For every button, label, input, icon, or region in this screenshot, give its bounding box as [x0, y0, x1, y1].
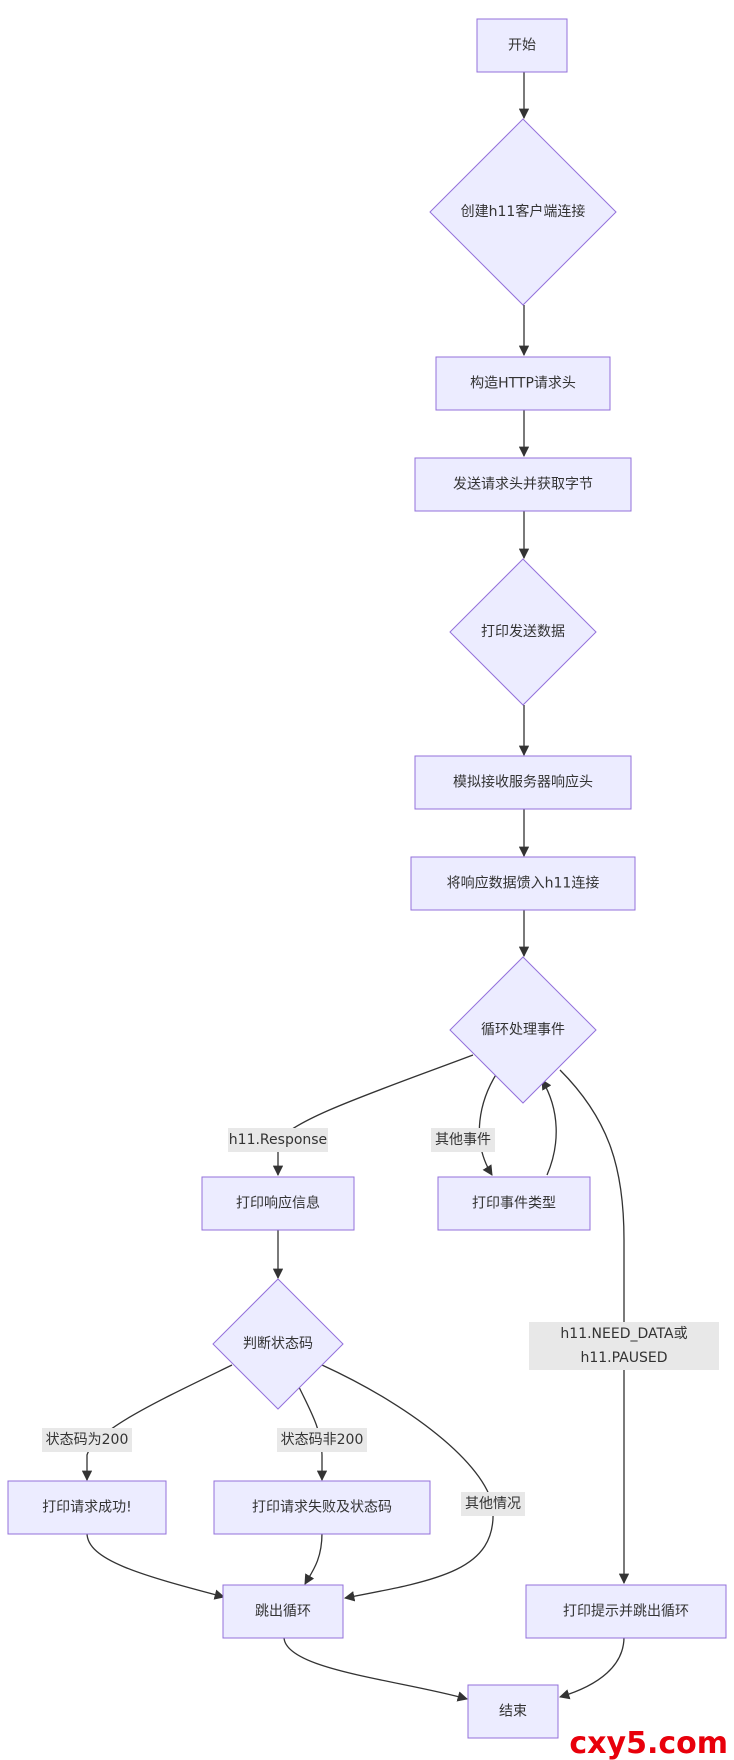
node-end-label: 结束 — [499, 1704, 527, 1720]
node-start-label: 开始 — [508, 38, 536, 54]
node-simulate-response: 模拟接收服务器响应头 — [414, 755, 632, 810]
edge-loop-to-print-event-type — [478, 1072, 498, 1176]
edge-loop-to-print-hint — [559, 1069, 630, 1585]
node-print-response: 打印响应信息 — [201, 1176, 355, 1231]
node-print-success: 打印请求成功! — [7, 1480, 167, 1535]
edge-check-to-success — [81, 1364, 233, 1482]
node-create-conn-label: 创建h11客户端连接 — [461, 203, 586, 220]
edge-success-to-break — [86, 1532, 226, 1600]
edge-label-need-data-line2: h11.PAUSED — [580, 1350, 667, 1366]
node-send-headers: 发送请求头并获取字节 — [414, 457, 632, 512]
node-print-hint-break-label: 打印提示并跳出循环 — [563, 1603, 689, 1620]
node-event-loop: 循环处理事件 — [449, 956, 597, 1104]
node-build-headers-label: 构造HTTP请求头 — [470, 376, 576, 392]
edge-check-to-failure — [296, 1382, 328, 1482]
node-print-event-type-label: 打印事件类型 — [472, 1195, 556, 1212]
node-build-headers: 构造HTTP请求头 — [435, 356, 611, 411]
node-check-status: 判断状态码 — [212, 1278, 344, 1410]
node-break-loop-label: 跳出循环 — [255, 1604, 311, 1620]
edge-label-other-case: 其他情况 — [465, 1496, 521, 1512]
edge-label-status-200: 状态码为200 — [46, 1432, 129, 1448]
node-check-status-label: 判断状态码 — [243, 1336, 313, 1352]
node-feed-data: 将响应数据馈入h11连接 — [410, 856, 636, 911]
node-end: 结束 — [467, 1684, 559, 1739]
edge-label-other-event: 其他事件 — [435, 1132, 491, 1148]
edge-break-to-end — [283, 1636, 469, 1702]
edge-failure-to-break — [304, 1532, 323, 1585]
node-print-failure: 打印请求失败及状态码 — [213, 1480, 431, 1535]
node-feed-data-label: 将响应数据馈入h11连接 — [447, 875, 600, 892]
node-send-headers-label: 发送请求头并获取字节 — [453, 477, 593, 493]
node-print-success-label: 打印请求成功! — [42, 1499, 132, 1516]
node-print-sent-label: 打印发送数据 — [481, 623, 565, 640]
node-print-hint-break: 打印提示并跳出循环 — [525, 1584, 727, 1639]
edge-label-need-data-line1: h11.NEED_DATA或 — [560, 1326, 687, 1342]
edge-loop-to-print-response — [272, 1054, 474, 1177]
node-start: 开始 — [476, 18, 568, 73]
edge-print-hint-to-end — [559, 1636, 625, 1700]
node-break-loop: 跳出循环 — [222, 1584, 344, 1639]
watermark-text: cxy5.com — [569, 1726, 728, 1760]
node-simulate-response-label: 模拟接收服务器响应头 — [453, 774, 593, 791]
node-print-response-label: 打印响应信息 — [236, 1195, 320, 1212]
node-print-failure-label: 打印请求失败及状态码 — [252, 1499, 392, 1516]
node-event-loop-label: 循环处理事件 — [481, 1022, 565, 1038]
edge-label-status-not-200: 状态码非200 — [281, 1432, 364, 1448]
edge-labels: h11.Response 其他事件 h11.NEED_DATA或 h11.PAU… — [42, 1128, 719, 1516]
node-create-conn: 创建h11客户端连接 — [429, 118, 617, 306]
node-print-sent: 打印发送数据 — [449, 558, 597, 706]
node-print-event-type: 打印事件类型 — [437, 1176, 591, 1231]
edge-label-response: h11.Response — [229, 1132, 327, 1148]
edge-print-event-type-back-to-loop — [541, 1079, 557, 1176]
